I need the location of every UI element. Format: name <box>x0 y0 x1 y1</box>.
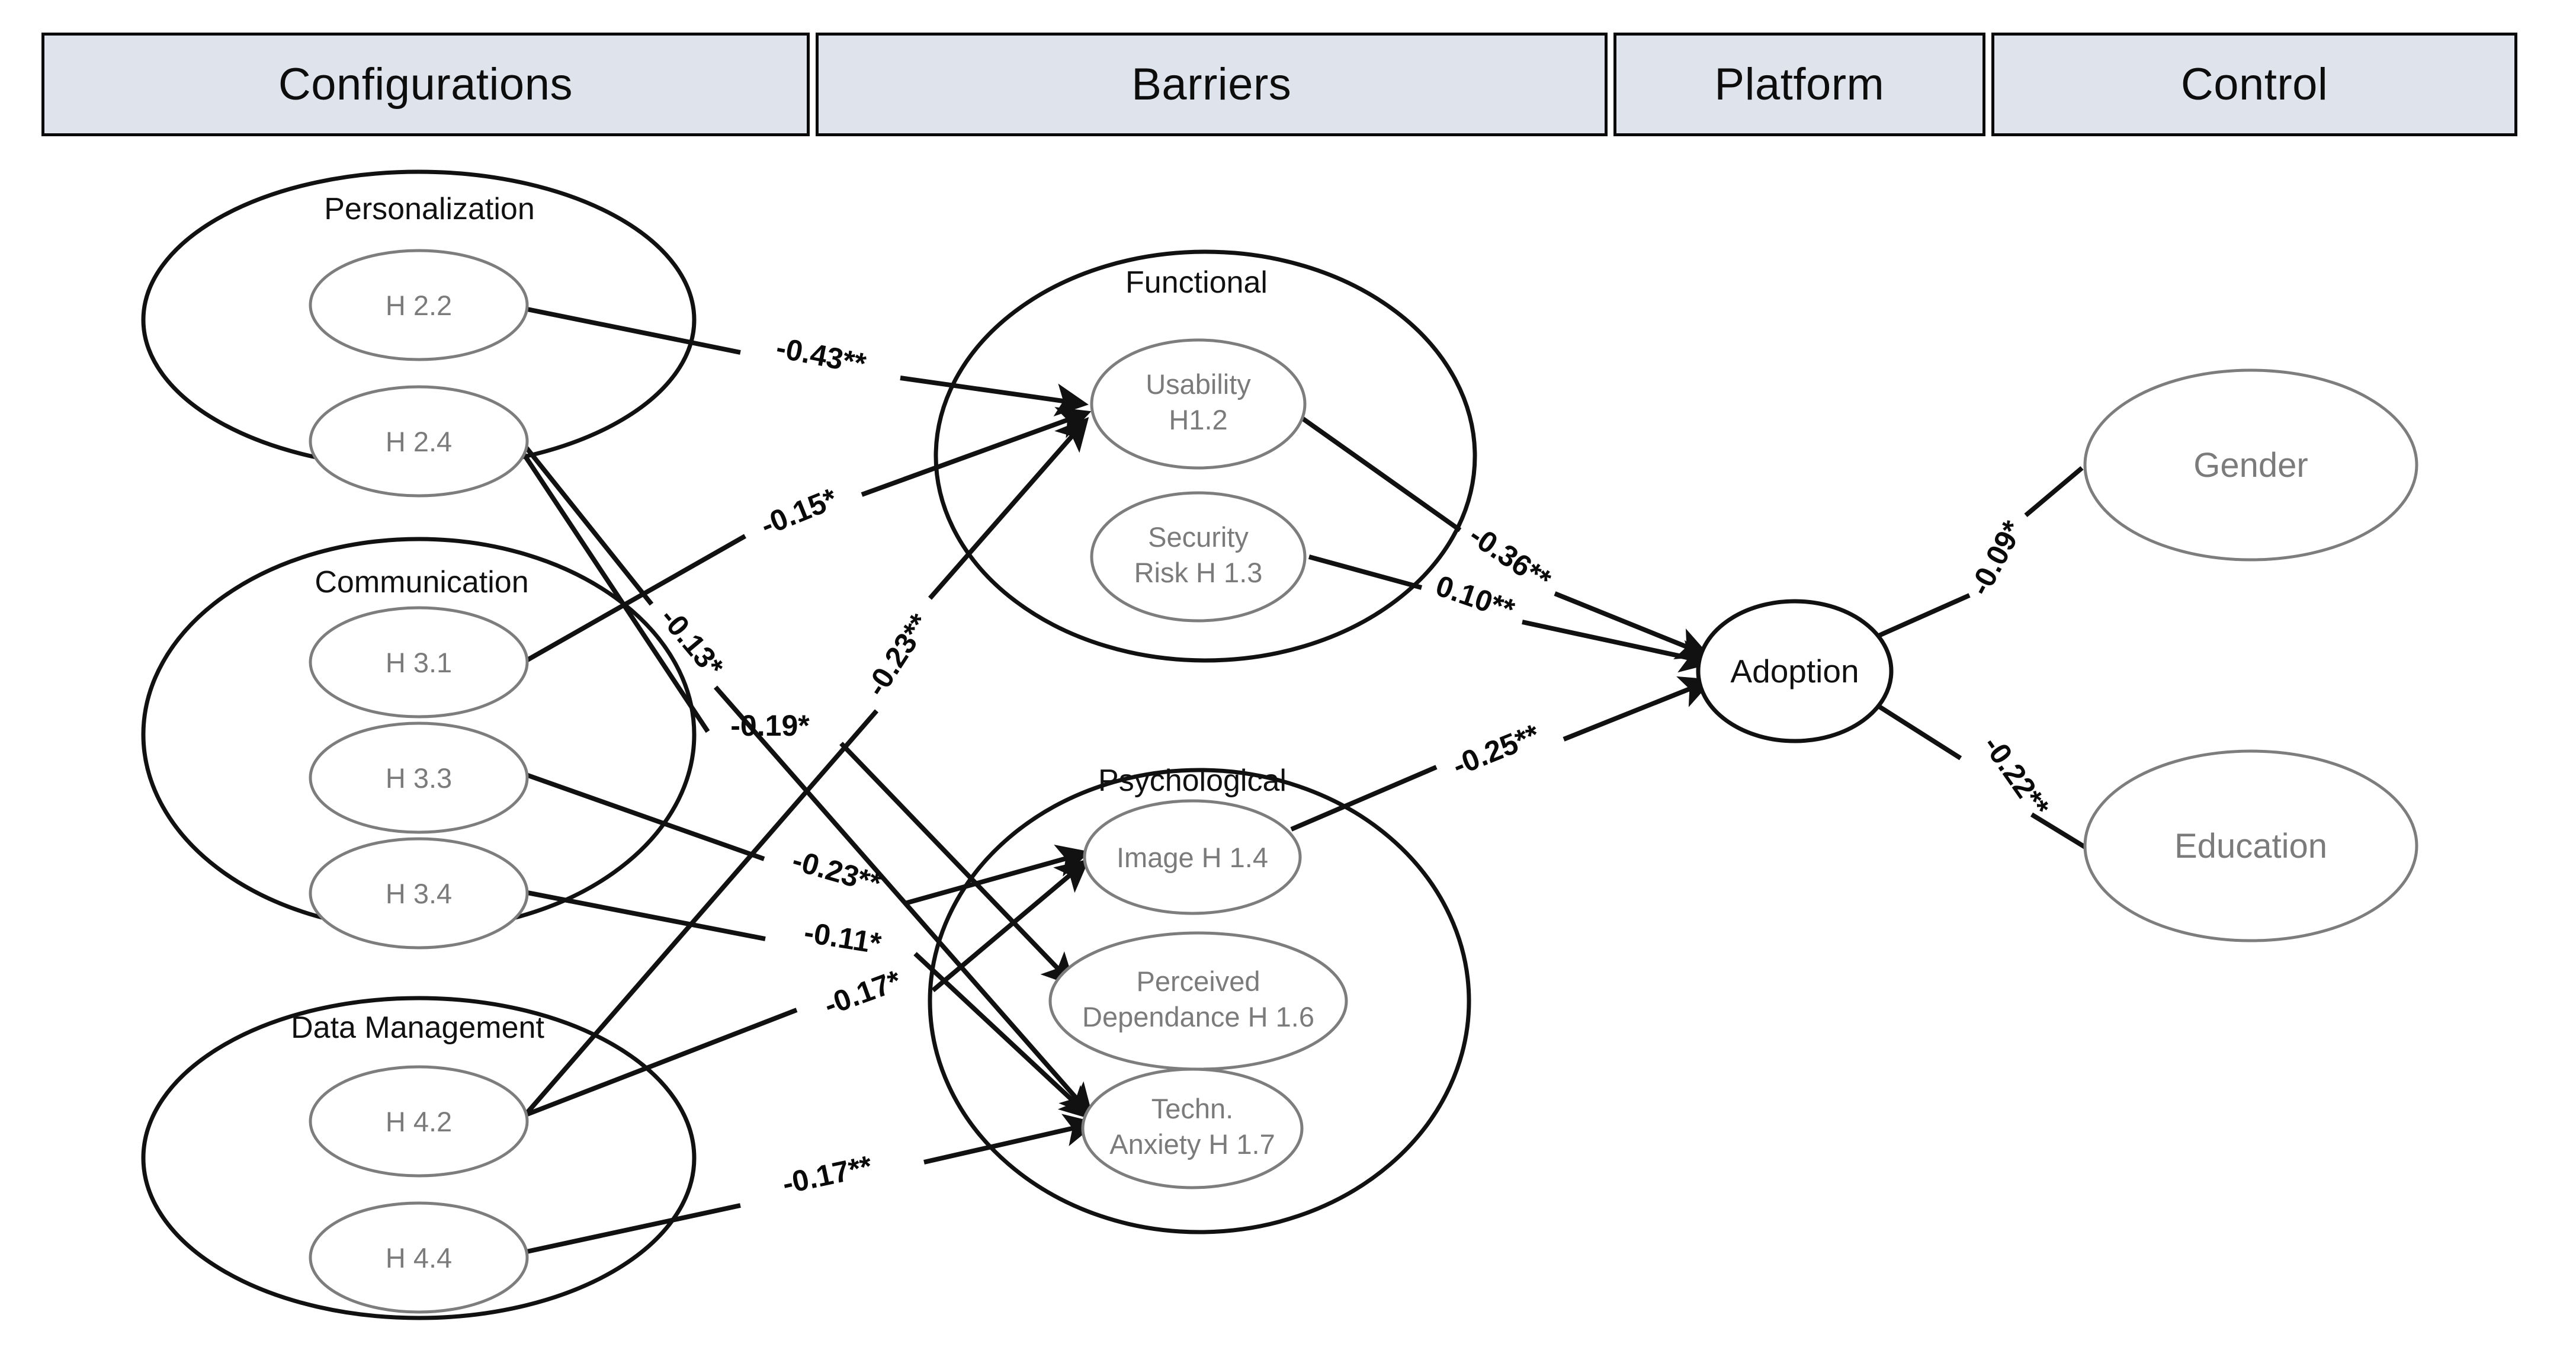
node-label-dependance-line1: Perceived <box>1137 966 1260 997</box>
node-label-h44: H 4.4 <box>386 1242 452 1274</box>
cluster-outline-psychological <box>928 768 1471 1234</box>
coefficient-label-h31-usability: -0.15* <box>756 482 842 542</box>
node-ellipse-usability[interactable] <box>1090 338 1307 470</box>
coefficient-label-image-adoption: -0.25** <box>1448 717 1544 782</box>
header-label-barriers: Barriers <box>1131 59 1292 110</box>
edge-line-usability-adoption-a <box>1295 412 1462 533</box>
header-label-platform: Platform <box>1714 59 1885 110</box>
node-label-h34: H 3.4 <box>386 878 452 909</box>
node-label-h31: H 3.1 <box>386 647 452 678</box>
node-ellipse-security[interactable] <box>1090 491 1307 623</box>
node-ellipse-h31[interactable] <box>309 606 529 719</box>
node-label-anxiety-line1: Techn. <box>1151 1093 1233 1124</box>
edge-line-image-adoption-a <box>1290 765 1438 832</box>
node-label-anxiety-line2: Anxiety H 1.7 <box>1109 1128 1275 1160</box>
edge-line-h42-image-b <box>931 858 1090 993</box>
edge-line-gender-adoption-a <box>2024 466 2084 518</box>
node-label-education: Education <box>2174 827 2327 865</box>
edge-line-h31-usability-a <box>520 534 746 666</box>
header-cell-platform: Platform <box>1613 33 1986 136</box>
coefficient-label-h42-image: -0.17* <box>820 964 906 1022</box>
column-header-band: Configurations Barriers Platform Control <box>41 33 2517 136</box>
edge-line-h24-dependance-b <box>839 742 1076 987</box>
edge-line-h31-usability-b <box>861 407 1092 497</box>
node-label-usability-line2: H1.2 <box>1169 404 1227 435</box>
cluster-label-functional: Functional <box>1125 265 1268 300</box>
node-ellipse-education[interactable] <box>2083 749 2418 942</box>
node-ellipse-anxiety[interactable] <box>1081 1067 1304 1189</box>
edge-line-h24-anxiety-a <box>519 440 654 606</box>
coefficient-label-education-adoption: -0.22** <box>1977 730 2056 823</box>
node-label-h24: H 2.4 <box>386 426 452 457</box>
coefficient-label-gender-adoption: -0.09* <box>1963 515 2029 601</box>
edge-line-h22-usability-b <box>900 376 1089 416</box>
node-label-h33: H 3.3 <box>386 762 452 794</box>
edge-line-h24-dependance-a <box>519 448 710 733</box>
node-label-security-line1: Security <box>1148 521 1249 553</box>
cluster-label-communication: Communication <box>315 565 528 599</box>
cluster-label-personalization: Personalization <box>324 192 535 226</box>
node-ellipse-gender[interactable] <box>2083 368 2418 562</box>
node-ellipse-h42[interactable] <box>309 1065 529 1178</box>
node-ellipse-h44[interactable] <box>309 1201 529 1314</box>
edge-line-h44-anxiety-a <box>521 1203 741 1255</box>
edge-line-h33-image-b <box>904 844 1090 906</box>
node-ellipse-h22[interactable] <box>309 249 529 361</box>
coefficient-label-h34-anxiety: -0.11* <box>802 915 884 960</box>
node-ellipse-h24[interactable] <box>309 385 529 498</box>
cluster-label-psychological: Psychological <box>1098 764 1287 798</box>
node-label-h22: H 2.2 <box>386 290 452 321</box>
edge-line-security-adoption-b <box>1522 620 1714 673</box>
cluster-label-data-management: Data Management <box>291 1011 544 1045</box>
edge-line-h33-image-a <box>520 771 765 861</box>
coefficient-label-h42-usability: -0.23** <box>859 608 937 702</box>
edge-line-h42-usability-b <box>928 416 1089 600</box>
node-ellipse-adoption[interactable] <box>1696 599 1894 743</box>
header-cell-configurations: Configurations <box>41 33 810 136</box>
edge-line-h42-image-a <box>520 1008 798 1119</box>
edge-line-h22-usability-a <box>521 306 741 355</box>
node-label-image: Image H 1.4 <box>1117 842 1268 873</box>
node-ellipse-image[interactable] <box>1083 799 1302 915</box>
header-cell-control: Control <box>1991 33 2517 136</box>
cluster-outline-functional <box>933 249 1477 663</box>
coefficient-label-security-adoption: 0.10** <box>1432 569 1519 626</box>
coefficient-label-h24-dependance: -0.19* <box>730 709 810 742</box>
cluster-outline-data-management <box>141 996 697 1320</box>
header-label-configurations: Configurations <box>278 59 573 110</box>
node-label-adoption: Adoption <box>1730 653 1859 689</box>
node-label-h42: H 4.2 <box>386 1106 452 1137</box>
coefficient-label-h33-image: -0.23** <box>788 844 885 900</box>
header-label-control: Control <box>2180 59 2328 110</box>
node-label-gender: Gender <box>2193 446 2308 485</box>
edge-line-education-adoption-a <box>2030 812 2087 849</box>
edge-line-image-adoption-b <box>1563 676 1714 742</box>
edge-line-h42-usability-a <box>519 709 879 1121</box>
node-label-dependance-line2: Dependance H 1.6 <box>1082 1001 1314 1032</box>
node-ellipse-h33[interactable] <box>309 721 529 834</box>
coefficient-label-h22-usability: -0.43** <box>774 331 869 380</box>
node-label-usability-line1: Usability <box>1146 368 1251 400</box>
coefficient-label-h44-anxiety: -0.17** <box>779 1149 875 1201</box>
edge-line-h24-anxiety-b <box>713 685 1093 1118</box>
node-label-security-line2: Risk H 1.3 <box>1134 557 1263 588</box>
node-ellipse-h34[interactable] <box>309 837 529 950</box>
edge-line-h34-anxiety-a <box>521 889 766 941</box>
header-cell-barriers: Barriers <box>815 33 1608 136</box>
edge-line-security-adoption-a <box>1308 554 1423 590</box>
edge-line-h44-anxiety-b <box>923 1114 1098 1165</box>
